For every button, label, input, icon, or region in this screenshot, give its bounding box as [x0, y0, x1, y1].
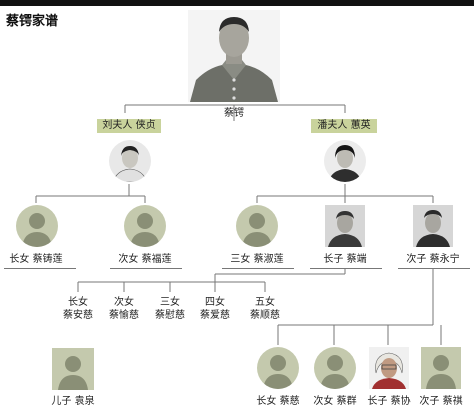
granddaughter-rank: 长女 — [68, 297, 88, 308]
granddaughter-name: 蔡愉慈 — [109, 310, 139, 321]
divider — [4, 268, 76, 269]
granddaughter-4: 四女 蔡爱慈 — [195, 296, 235, 322]
child-4-label: 长子 蔡端 — [323, 254, 367, 265]
wife-label-liu: 刘夫人 侠贞 — [97, 119, 161, 133]
child-1-silhouette-icon — [16, 205, 58, 247]
child-2-silhouette-icon — [124, 205, 166, 247]
granddaughter-rank: 次女 — [114, 297, 134, 308]
grandchild-5-silhouette-icon — [421, 347, 461, 389]
divider — [222, 268, 294, 269]
divider — [310, 268, 382, 269]
grandchild-1-silhouette-icon — [52, 348, 94, 390]
granddaughter-rank: 四女 — [205, 297, 225, 308]
child-3-label: 三女 蔡淑莲 — [230, 254, 284, 265]
granddaughter-rank: 三女 — [160, 297, 180, 308]
granddaughter-3: 三女 蔡慰慈 — [150, 296, 190, 322]
granddaughter-name: 蔡安慈 — [63, 310, 93, 321]
wife-portrait-liu — [109, 140, 151, 182]
granddaughter-1: 长女 蔡安慈 — [58, 296, 98, 322]
child-5-label: 次子 蔡永宁 — [406, 254, 460, 265]
granddaughter-name: 蔡慰慈 — [155, 310, 185, 321]
grandchild-3-silhouette-icon — [314, 347, 356, 389]
child-1-label: 长女 蔡铸莲 — [9, 254, 63, 265]
wife-label-pan: 潘夫人 蕙英 — [311, 119, 377, 133]
patriarch-portrait — [188, 10, 280, 102]
grandchild-2-silhouette-icon — [257, 347, 299, 389]
child-4-portrait — [325, 205, 365, 247]
grandchild-2-label: 长女 蔡慈 — [256, 396, 300, 407]
grandchild-4-portrait — [369, 347, 409, 389]
granddaughter-5: 五女 蔡顺慈 — [245, 296, 285, 322]
granddaughter-name: 蔡爱慈 — [200, 310, 230, 321]
diagram-title: 蔡锷家谱 — [6, 14, 59, 29]
divider — [398, 268, 470, 269]
granddaughter-rank: 五女 — [255, 297, 275, 308]
grandchild-3-label: 次女 蔡群 — [313, 396, 357, 407]
child-2-label: 次女 蔡福莲 — [118, 254, 172, 265]
child-3-silhouette-icon — [236, 205, 278, 247]
patriarch-name: 蔡锷 — [224, 108, 244, 119]
top-bar — [0, 0, 474, 6]
granddaughter-2: 次女 蔡愉慈 — [104, 296, 144, 322]
wife-portrait-pan — [324, 140, 366, 182]
grandchild-4-label: 长子 蔡协 — [367, 396, 411, 407]
grandchild-1-label: 儿子 袁泉 — [51, 396, 95, 407]
granddaughter-name: 蔡顺慈 — [250, 310, 280, 321]
child-5-portrait — [413, 205, 453, 247]
grandchild-5-label: 次子 蔡祺 — [419, 396, 463, 407]
divider — [110, 268, 182, 269]
